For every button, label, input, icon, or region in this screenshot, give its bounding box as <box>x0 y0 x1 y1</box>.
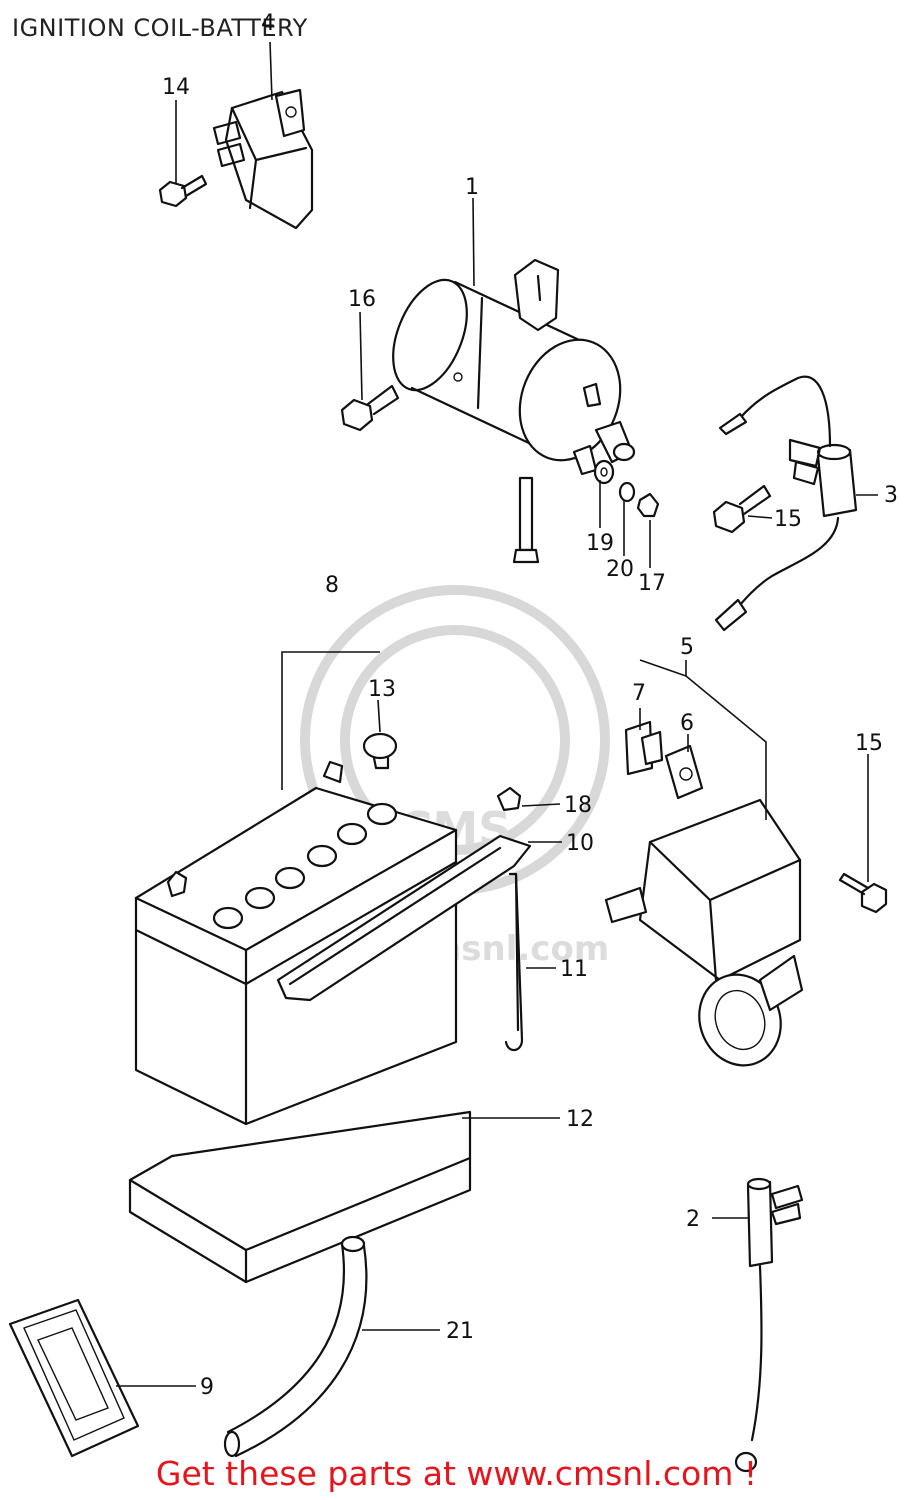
part-number-19: 19 <box>586 531 614 556</box>
part-number-14: 14 <box>162 75 190 100</box>
part-number-1: 1 <box>465 175 479 200</box>
part-11-rod <box>504 872 524 1052</box>
part-number-2: 2 <box>686 1207 700 1232</box>
part-number-12: 12 <box>566 1107 594 1132</box>
part-20-washer <box>618 481 636 503</box>
part-8-battery-group <box>281 651 380 790</box>
part-19-washer <box>593 459 615 485</box>
part-14-bolt <box>158 174 208 208</box>
part-9-pad <box>8 1298 140 1458</box>
part-12-tray <box>128 1110 472 1284</box>
part-number-5: 5 <box>680 635 694 660</box>
part-number-3: 3 <box>884 483 898 508</box>
part-number-20: 20 <box>606 557 634 582</box>
part-15-bolt-upper <box>712 484 772 534</box>
part-number-10: 10 <box>566 831 594 856</box>
part-1-ignition-coil <box>392 258 636 476</box>
footer-link-text[interactable]: Get these parts at www.cmsnl.com ! <box>155 1454 758 1493</box>
part-21-hose <box>223 1235 368 1458</box>
battery <box>134 760 458 1126</box>
part-number-8: 8 <box>325 573 339 598</box>
part-number-16: 16 <box>348 287 376 312</box>
part-7-bracket <box>624 720 664 776</box>
part-3-condenser <box>714 375 858 632</box>
part-2-condenser <box>734 1177 804 1473</box>
part-number-15-right: 15 <box>855 731 883 756</box>
part-number-6: 6 <box>680 711 694 736</box>
part-5-regulator <box>604 798 804 1067</box>
part-6-clip <box>664 744 704 800</box>
part-number-17: 17 <box>638 571 666 596</box>
leader-lines <box>116 41 878 1387</box>
part-13-cap <box>362 732 398 770</box>
part-15-bolt-right <box>838 872 888 914</box>
part-number-9: 9 <box>200 1375 214 1400</box>
part-number-21: 21 <box>446 1319 474 1344</box>
battery-caps <box>212 802 398 930</box>
part-number-18: 18 <box>564 793 592 818</box>
part-16-bolt <box>340 384 400 432</box>
part-number-4: 4 <box>261 11 275 36</box>
part-10-battery-strap <box>276 834 532 1002</box>
part-number-13: 13 <box>368 677 396 702</box>
part-number-11: 11 <box>560 957 588 982</box>
part-number-7: 7 <box>632 681 646 706</box>
part-number-15-upper: 15 <box>774 507 802 532</box>
part-4-unit <box>212 88 314 230</box>
page-title: IGNITION COIL-BATTERY <box>12 14 308 42</box>
coil-mount-bolt <box>512 476 540 564</box>
part-numbers: 4 14 1 16 3 15 19 20 17 8 5 7 6 13 15 18… <box>162 11 898 1400</box>
part-18-nut <box>496 786 522 812</box>
part-17-nut <box>636 492 660 518</box>
